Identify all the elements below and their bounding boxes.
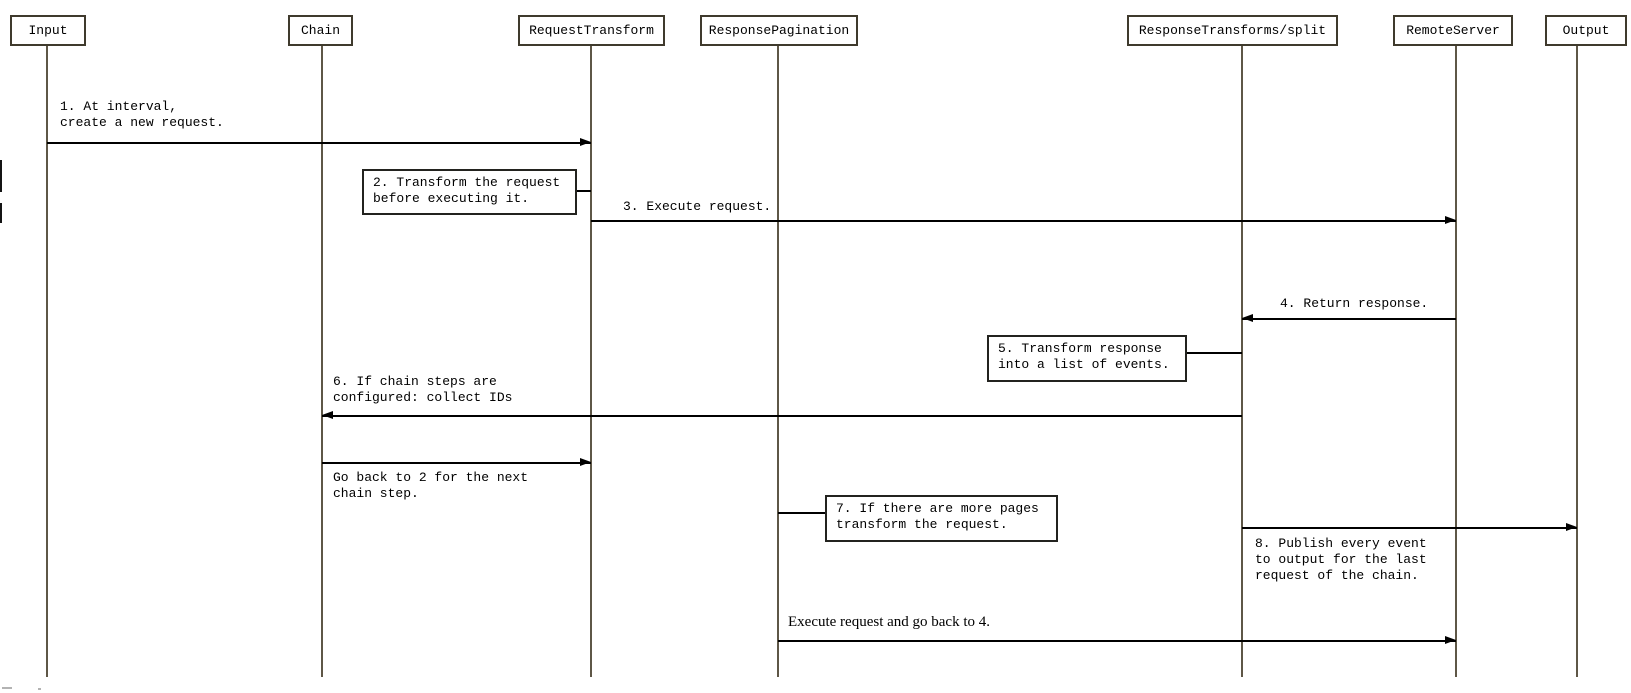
bottom-edge-artifact <box>38 688 41 690</box>
arrowhead-right-icon <box>580 138 591 146</box>
message-label-1-at-interval: 1. At interval, create a new request. <box>60 99 224 130</box>
lifeline-requesttransform <box>590 46 592 677</box>
note-5-transform-response: 5. Transform response into a list of eve… <box>987 335 1187 382</box>
left-edge-artifact <box>0 203 2 223</box>
lifeline-responsepagination <box>777 46 779 677</box>
lifeline-chain <box>321 46 323 677</box>
arrowhead-right-icon <box>1445 216 1456 224</box>
participant-remoteserver: RemoteServer <box>1393 15 1513 46</box>
message-line-execute-go-back-to-4 <box>778 640 1456 642</box>
note-connector-7-more-pages <box>778 512 825 514</box>
participant-chain: Chain <box>288 15 353 46</box>
note-connector-5-transform-response <box>1187 352 1242 354</box>
participant-requesttransform: RequestTransform <box>518 15 665 46</box>
participant-responsetransforms-split: ResponseTransforms/split <box>1127 15 1338 46</box>
bottom-edge-artifact <box>2 687 12 689</box>
lifeline-input <box>46 46 48 677</box>
message-line-8-publish-events <box>1242 527 1577 529</box>
message-label-4-return-response: 4. Return response. <box>1280 296 1429 311</box>
note-7-more-pages: 7. If there are more pages transform the… <box>825 495 1058 542</box>
left-edge-artifact <box>0 160 2 192</box>
message-line-3-execute-request <box>591 220 1456 222</box>
lifeline-responsetransforms-split <box>1241 46 1243 677</box>
message-label-6-collect-ids: 6. If chain steps are configured: collec… <box>333 374 513 405</box>
participant-responsepagination: ResponsePagination <box>700 15 858 46</box>
note-2-transform-request: 2. Transform the request before executin… <box>362 169 577 215</box>
note-connector-2-transform-request <box>577 190 591 192</box>
message-label-3-execute-request: 3. Execute request. <box>623 199 772 214</box>
arrowhead-right-icon <box>1566 523 1577 531</box>
lifeline-remoteserver <box>1455 46 1457 677</box>
arrowhead-right-icon <box>580 458 591 466</box>
arrowhead-right-icon <box>1445 636 1456 644</box>
lifeline-output <box>1576 46 1578 677</box>
message-label-8-publish-events: 8. Publish every event to output for the… <box>1255 536 1427 583</box>
message-line-6-collect-ids <box>322 415 1242 417</box>
arrowhead-left-icon <box>322 411 333 419</box>
message-label-execute-go-back-to-4: Execute request and go back to 4. <box>788 614 991 630</box>
message-line-4-return-response <box>1242 318 1456 320</box>
participant-input: Input <box>10 15 86 46</box>
participant-output: Output <box>1545 15 1627 46</box>
arrowhead-left-icon <box>1242 314 1253 322</box>
message-line-1-at-interval <box>47 142 591 144</box>
message-label-go-back-to-2: Go back to 2 for the next chain step. <box>333 470 529 501</box>
message-line-go-back-to-2 <box>322 462 591 464</box>
